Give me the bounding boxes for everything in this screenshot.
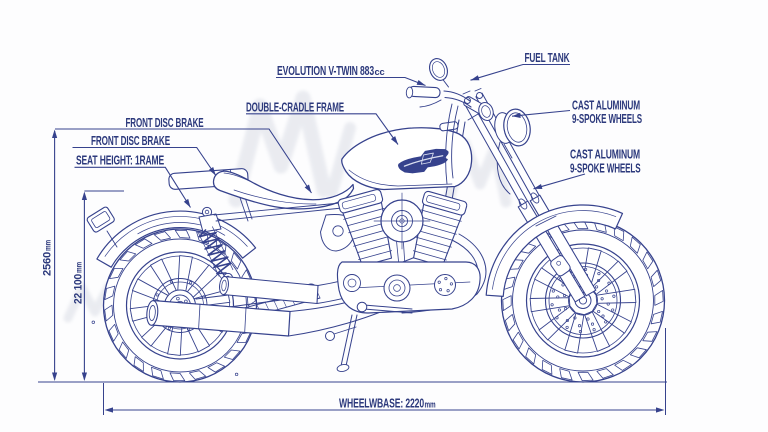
handlebar (405, 58, 472, 108)
dimension-height-outer-unit: mm (43, 240, 53, 251)
annotations (38, 63, 667, 415)
turn-signal (467, 101, 494, 122)
front-fender (485, 204, 624, 297)
label-front-disc-brake-lower: FRONT DISC BRAKE (91, 133, 170, 148)
dimension-lines (38, 129, 667, 415)
dimension-wheelbase-unit: mm (425, 400, 436, 411)
label-cast-wheels-lower-line1: CAST ALUMINUM (570, 147, 640, 162)
label-double-cradle-frame: DOUBLE-CRADLE FRAME (246, 100, 344, 115)
label-cast-wheels-lower-line2: 9-SPOKE WHEELS (570, 161, 641, 176)
dimension-height-inner-unit: mm (74, 262, 84, 273)
label-front-disc-brake-upper: FRONT DISC BRAKE (126, 115, 204, 130)
dimension-wheelbase-label: WHEELWBASE: 2220 (339, 396, 424, 411)
label-evolution-engine-suffix: cc (375, 67, 385, 78)
label-evolution-engine: EVOLUTION V-TWIN 883 (277, 63, 374, 78)
label-seat-height: SEAT HEIGHT: 1RAME (76, 153, 164, 168)
leader-lines (55, 63, 586, 208)
label-cast-wheels-upper-line1: CAST ALUMINUM (572, 98, 640, 113)
dimension-height-inner-label: 22 100 (73, 274, 85, 304)
seat (212, 170, 355, 222)
headlight (494, 108, 531, 159)
dimension-height-outer-label: 2560 (42, 252, 54, 276)
label-fuel-tank: FUEL TANK (525, 50, 571, 65)
exhaust (146, 254, 429, 337)
front-brake-caliper (550, 255, 571, 277)
label-cast-wheels-upper-line2: 9-SPOKE WHEELS (572, 111, 642, 126)
drawing (63, 58, 666, 383)
front-wheel (500, 218, 666, 383)
fuel-tank-body (341, 121, 473, 191)
